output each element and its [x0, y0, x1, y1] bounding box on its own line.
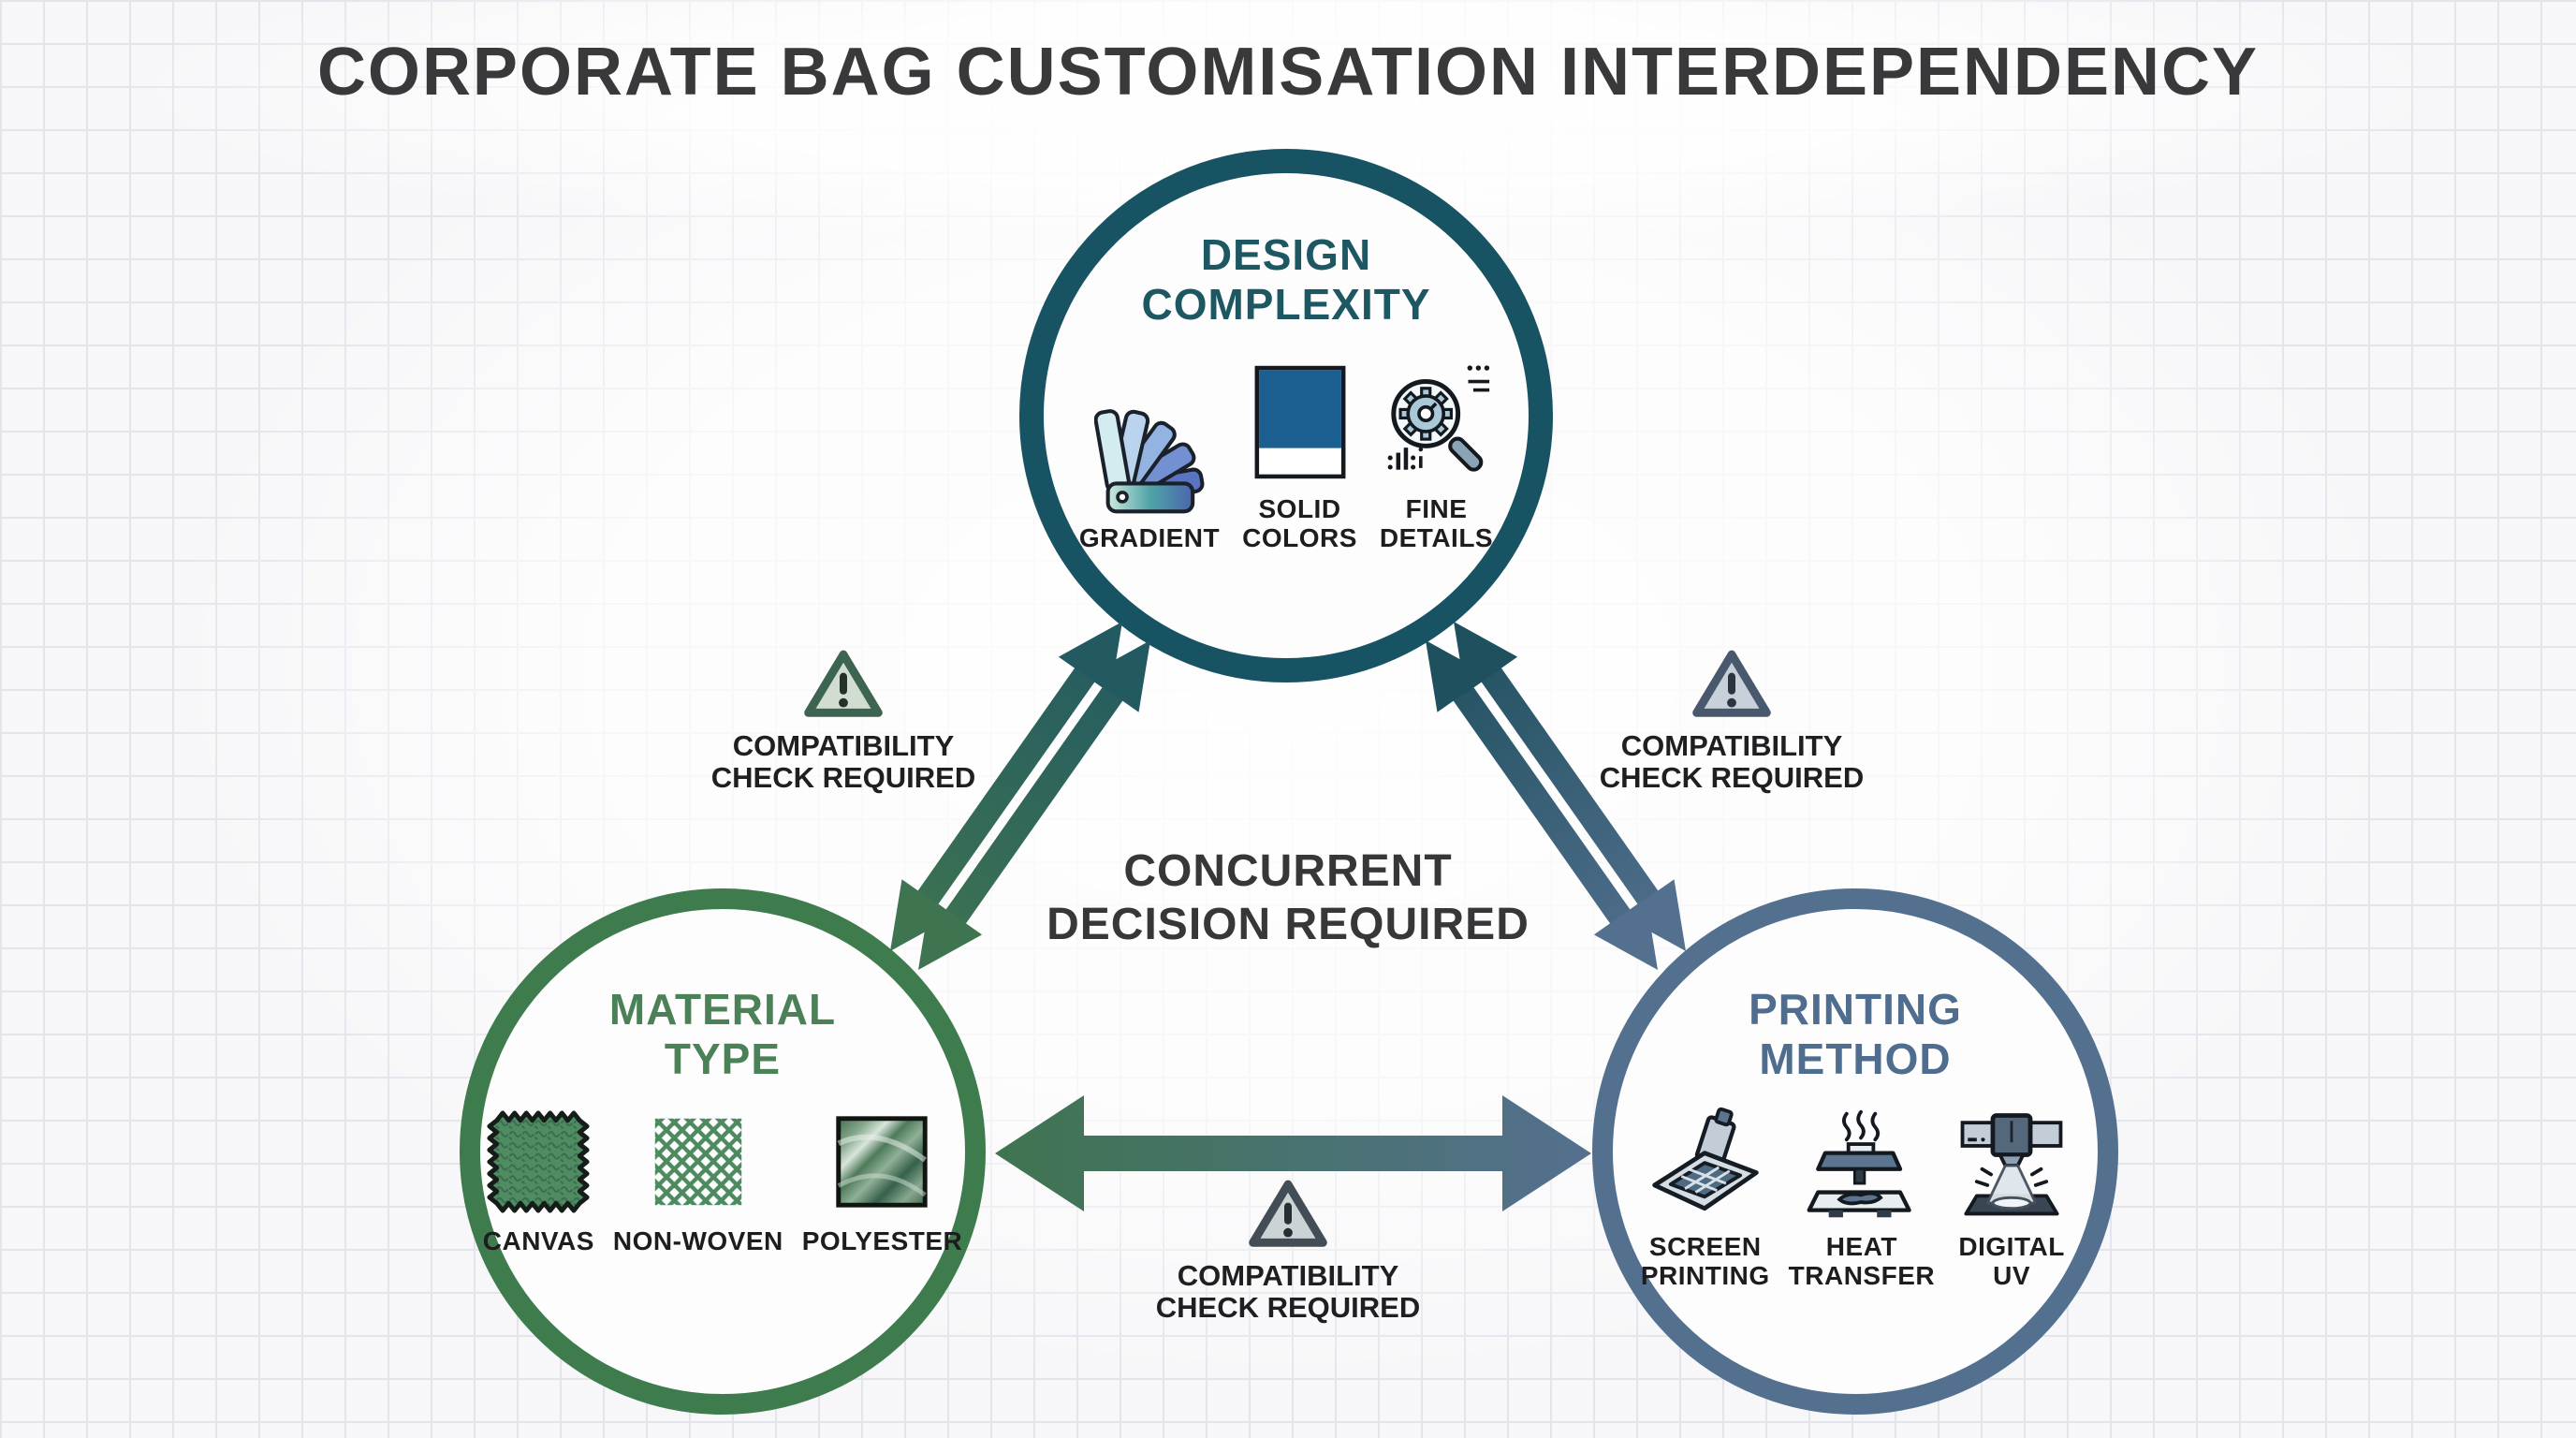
compatibility-label: COMPATIBILITY CHECK REQUIRED [1155, 1259, 1421, 1324]
polyester-label: POLYESTER [801, 1226, 963, 1255]
compatibility-label: COMPATIBILITY CHECK REQUIRED [1599, 729, 1865, 794]
page-title: CORPORATE BAG CUSTOMISATION INTERDEPENDE… [316, 35, 2260, 110]
solid-color-swatch-icon [1254, 365, 1345, 479]
heat-press-icon [1807, 1109, 1911, 1218]
material-design-warning: COMPATIBILITY CHECK REQUIRED [684, 648, 1003, 794]
warning-triangle-icon [1249, 1180, 1327, 1247]
material-node-title: MATERIAL TYPE [608, 985, 837, 1083]
center-note: CONCURRENT DECISION REQUIRED [1046, 846, 1530, 949]
design-node-title: DESIGN COMPLEXITY [1141, 230, 1431, 329]
design-complexity-node: DESIGN COMPLEXITY GRAD [1024, 230, 1548, 552]
fine-details-item: FINE DETAILS [1380, 360, 1493, 552]
gradient-label: GRADIENT [1078, 523, 1221, 552]
screen-printing-label: SCREEN PRINTING [1640, 1232, 1770, 1290]
non-woven-label: NON-WOVEN [612, 1226, 783, 1255]
material-icon-row: CANVAS NON-WOVEN [483, 1107, 963, 1255]
mesh-swatch-icon [654, 1118, 742, 1206]
digital-uv-item: DIGITAL UV [1954, 1107, 2070, 1290]
screen-printing-icon [1652, 1107, 1759, 1211]
material-design-arrow [890, 622, 1150, 970]
fine-details-label: FINE DETAILS [1379, 494, 1494, 552]
screen-printing-item: SCREEN PRINTING [1641, 1107, 1770, 1290]
gradient-item: GRADIENT [1079, 389, 1220, 552]
magnifier-gear-icon [1387, 365, 1489, 472]
canvas-swatch-icon [487, 1110, 590, 1213]
gradient-fan-icon [1094, 409, 1205, 514]
canvas-label: CANVAS [482, 1226, 594, 1255]
non-woven-item: NON-WOVEN [613, 1107, 783, 1255]
material-printing-arrow [995, 1095, 1591, 1211]
material-type-node: MATERIAL TYPE CANVAS [479, 985, 966, 1255]
design-printing-warning: COMPATIBILITY CHECK REQUIRED [1573, 648, 1891, 794]
warning-triangle-icon [804, 650, 883, 717]
printing-method-node: PRINTING METHOD SCREEN PRINTING [1612, 985, 2099, 1290]
uv-printer-icon [1960, 1113, 2063, 1216]
polyester-item: POLYESTER [802, 1107, 963, 1255]
warning-triangle-icon [1692, 650, 1771, 717]
compatibility-label: COMPATIBILITY CHECK REQUIRED [710, 729, 976, 794]
design-printing-arrow [1426, 622, 1686, 970]
solid-colors-label: SOLID COLORS [1242, 494, 1357, 552]
printing-node-title: PRINTING METHOD [1749, 985, 1962, 1083]
heat-transfer-item: HEAT TRANSFER [1789, 1107, 1935, 1290]
heat-transfer-label: HEAT TRANSFER [1788, 1232, 1936, 1290]
printing-icon-row: SCREEN PRINTING HEAT T [1641, 1107, 2070, 1290]
satin-swatch-icon [836, 1116, 929, 1208]
digital-uv-label: DIGITAL UV [1958, 1232, 2065, 1290]
design-icon-row: GRADIENT SOLID COLORS [1079, 360, 1493, 552]
solid-colors-item: SOLID COLORS [1242, 360, 1357, 552]
canvas-item: CANVAS [483, 1107, 594, 1255]
material-printing-warning: COMPATIBILITY CHECK REQUIRED [1129, 1178, 1447, 1324]
